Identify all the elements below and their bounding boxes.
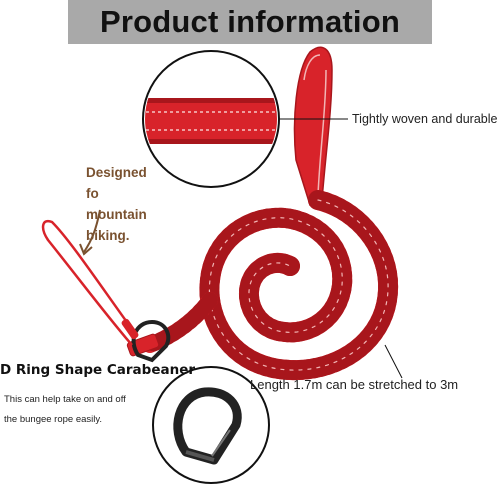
cord-sleeve bbox=[121, 318, 139, 340]
designed-line-1: Designed fo bbox=[86, 165, 147, 201]
carabiner-desc-line-2: the bungee rope easily. bbox=[4, 414, 103, 425]
page-title-banner: Product information bbox=[68, 0, 432, 44]
woven-callout: Tightly woven and durable bbox=[352, 112, 498, 126]
coiled-bungee bbox=[199, 190, 399, 381]
top-strap-loop bbox=[293, 46, 333, 207]
top-strap-reflective bbox=[303, 54, 327, 196]
length-callout: Length 1.7m can be stretched to 3m bbox=[250, 377, 459, 392]
designed-arrowhead bbox=[79, 243, 93, 256]
length-callout-line bbox=[384, 344, 403, 379]
small-carabiner bbox=[131, 319, 171, 363]
carabiner-zoom-circle bbox=[152, 366, 270, 484]
page-title: Product information bbox=[99, 4, 400, 39]
designed-line-3: biking. bbox=[86, 228, 130, 243]
designed-arrow bbox=[83, 209, 101, 253]
carabiner-title: D Ring Shape Carabeaner bbox=[0, 362, 196, 378]
designed-callout: Designed fo mountain biking. bbox=[86, 162, 158, 246]
designed-line-2: mountain bbox=[86, 207, 147, 222]
carabiner-description: This can help take on and off the bungee… bbox=[4, 390, 136, 430]
large-carabiner bbox=[173, 387, 242, 465]
thin-cord-loop bbox=[41, 219, 136, 346]
carabiner-desc-line-1: This can help take on and off bbox=[4, 394, 126, 405]
woven-zoom-circle bbox=[142, 50, 280, 188]
